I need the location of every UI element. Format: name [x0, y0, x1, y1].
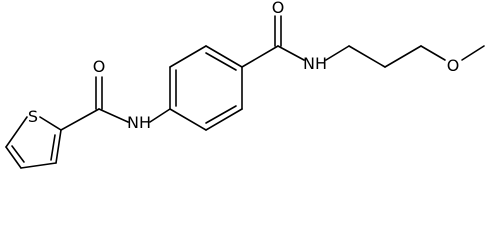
bond-ch2c-o — [420, 45, 446, 61]
bond-ch2b-ch2c — [384, 45, 422, 68]
bond-carbonyl1-n — [98, 108, 129, 123]
bond-carbonyl2-n — [277, 45, 305, 61]
bond-o-methyl — [461, 45, 485, 61]
bond-n2-ch2a — [325, 45, 350, 61]
bond-c2-carbonyl — [60, 108, 100, 131]
atom-labels: S O NH O NH O — [28, 0, 459, 132]
bond-ring-3-4-inner — [205, 52, 237, 71]
bond-c4-c5-inner — [11, 145, 25, 163]
bond-c2-c3-inner — [50, 134, 56, 161]
sulfur-atom-label: S — [28, 107, 38, 126]
bond-c3-c4 — [20, 162, 57, 169]
amide-nh-label-1: NH — [127, 113, 151, 132]
bond-lines — [5, 15, 485, 169]
bond-ring-5-6-inner — [205, 105, 237, 124]
amide-nh-label-2: NH — [303, 54, 327, 73]
bond-ring-2-3 — [169, 45, 207, 68]
bond-c2-c3 — [55, 129, 62, 164]
bond-ring-5-6 — [205, 108, 243, 131]
bond-ch2a-ch2b — [348, 45, 386, 68]
oxygen-atom-label-1: O — [93, 57, 106, 76]
bond-c4-c5 — [5, 146, 22, 169]
bond-ring-3-4 — [205, 45, 243, 68]
bond-s-c2 — [39, 116, 62, 131]
bond-s-c5 — [5, 116, 28, 148]
chemical-structure-diagram: S O NH O NH O — [5, 0, 485, 169]
oxygen-atom-label-2: O — [272, 0, 285, 17]
ether-oxygen-label: O — [447, 56, 460, 75]
bond-ring-carbonyl2 — [241, 45, 279, 68]
bond-n1-ring — [149, 108, 171, 123]
bond-ring-6-1 — [169, 108, 207, 131]
